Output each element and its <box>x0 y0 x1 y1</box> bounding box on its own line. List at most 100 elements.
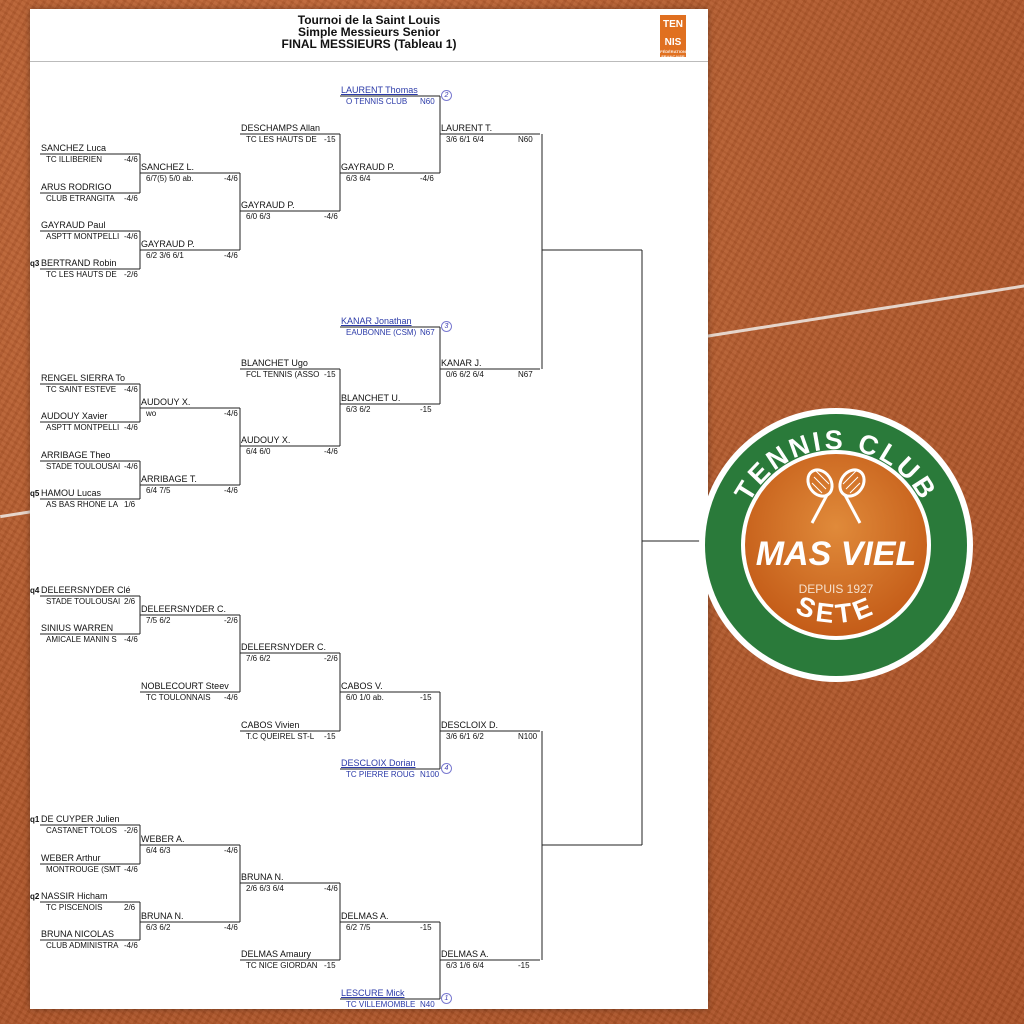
player-name: GAYRAUD P. <box>141 239 195 249</box>
qualifier-mark: q1 <box>30 815 40 824</box>
player-name: CABOS Vivien <box>241 720 300 730</box>
player-name: BRUNA N. <box>241 872 284 882</box>
player-rank: -4/6 <box>224 693 238 702</box>
player-name: DELMAS Amaury <box>241 949 312 959</box>
player-rank: -4/6 <box>124 635 138 644</box>
player-rank: N67 <box>518 370 533 379</box>
bracket-lines <box>40 95 708 1000</box>
match-score: 6/2 3/6 6/1 <box>146 251 184 260</box>
player-rank: -4/6 <box>420 174 434 183</box>
player-rank: -15 <box>420 405 432 414</box>
player-club: TC NICE GIORDAN <box>246 961 318 970</box>
player-club: FCL TENNIS (ASSO <box>246 370 320 379</box>
player-name: BLANCHET Ugo <box>241 358 308 368</box>
player-club: EAUBONNE (CSM) <box>346 328 417 337</box>
logo-orange-disc <box>745 454 927 636</box>
player-rank: -4/6 <box>124 423 138 432</box>
player-name: ARRIBAGE Theo <box>41 450 111 460</box>
player-name: DELEERSNYDER C. <box>241 642 327 652</box>
player-name: KANAR J. <box>441 358 482 368</box>
logo-since-text: DEPUIS 1927 <box>799 582 874 596</box>
player-rank: N67 <box>420 328 435 337</box>
player-rank: -4/6 <box>124 385 138 394</box>
match-score: 2/6 6/3 6/4 <box>246 884 284 893</box>
player-name: BLANCHET U. <box>341 393 401 403</box>
player-rank: -15 <box>518 961 530 970</box>
player-club: STADE TOULOUSAI <box>46 462 121 471</box>
player-club: TC LES HAUTS DE <box>246 135 317 144</box>
player-club: CLUB ETRANGITA <box>46 194 115 203</box>
player-rank: -4/6 <box>224 923 238 932</box>
match-score: 6/4 6/3 <box>146 846 171 855</box>
player-rank: -15 <box>324 135 336 144</box>
player-club: TC PISCENOIS <box>46 903 103 912</box>
player-club: TC LES HAUTS DE <box>46 270 117 279</box>
player-name: DELMAS A. <box>441 949 489 959</box>
player-rank: 2/6 <box>124 597 136 606</box>
tournament-title: Tournoi de la Saint Louis <box>297 13 441 27</box>
player-rank: -4/6 <box>124 194 138 203</box>
match-score: 6/4 6/0 <box>246 447 271 456</box>
player-name: DESCHAMPS Allan <box>241 123 321 133</box>
fft-tennis-logo: TEN NIS FÉDÉRATION FRANÇAISE <box>660 15 686 59</box>
player-rank: 2/6 <box>124 903 136 912</box>
player-name: CABOS V. <box>341 681 383 691</box>
player-rank: -2/6 <box>224 616 238 625</box>
player-rank: -15 <box>324 732 336 741</box>
match-score: 6/7(5) 5/0 ab. <box>146 174 194 183</box>
player-rank: -2/6 <box>124 826 138 835</box>
match-score: 6/3 6/2 <box>346 405 371 414</box>
match-score: 6/3 6/4 <box>346 174 371 183</box>
player-name: DE CUYPER Julien <box>41 814 120 824</box>
logo-text-bottom: NIS <box>664 37 682 48</box>
logo-text-small: FÉDÉRATION FRANÇAISE <box>660 49 686 59</box>
player-name: BRUNA NICOLAS <box>41 929 115 939</box>
qualifier-mark: q2 <box>30 892 40 901</box>
player-rank: -4/6 <box>224 486 238 495</box>
player-name: BRUNA N. <box>141 911 184 921</box>
player-rank: -4/6 <box>324 884 338 893</box>
match-score: 3/6 6/1 6/2 <box>446 732 484 741</box>
match-score: 6/2 7/5 <box>346 923 371 932</box>
player-club: STADE TOULOUSAI <box>46 597 121 606</box>
crossed-rackets-icon <box>806 468 866 524</box>
draw-title: FINAL MESSIEURS (Tableau 1) <box>281 37 457 51</box>
match-score: 6/3 1/6 6/4 <box>446 961 484 970</box>
match-score: 7/6 6/2 <box>246 654 271 663</box>
player-club: AS BAS RHONE LA <box>46 500 119 509</box>
player-club: T.C QUEIREL ST-L <box>246 732 315 741</box>
player-rank: N60 <box>518 135 533 144</box>
player-club: TC SAINT ESTEVE <box>46 385 117 394</box>
seed-badge: 3 <box>441 321 452 332</box>
player-rank: -15 <box>324 961 336 970</box>
qualifier-mark: q5 <box>30 489 40 498</box>
match-score: 0/6 6/2 6/4 <box>446 370 484 379</box>
player-rank: -4/6 <box>324 447 338 456</box>
logo-text-top: TEN <box>663 19 683 30</box>
player-rank: -4/6 <box>224 409 238 418</box>
player-club: CLUB ADMINISTRA <box>46 941 119 950</box>
logo-center-text: MAS VIEL <box>756 535 917 573</box>
match-score: 6/0 6/3 <box>246 212 271 221</box>
player-name: NOBLECOURT Steev <box>141 681 229 691</box>
player-club: CASTANET TOLOS <box>46 826 117 835</box>
bracket-header: Tournoi de la Saint Louis Simple Messieu… <box>30 9 708 62</box>
player-rank: -4/6 <box>124 462 138 471</box>
match-score: 6/0 1/0 ab. <box>346 693 384 702</box>
player-club: MONTROUGE (SMT <box>46 865 121 874</box>
player-name: LAURENT Thomas <box>341 85 418 95</box>
player-rank: N40 <box>420 1000 435 1009</box>
player-rank: -15 <box>420 923 432 932</box>
player-rank: N100 <box>420 770 440 779</box>
player-name: HAMOU Lucas <box>41 488 102 498</box>
tennis-club-mas-viel-logo: TENNIS CLUB SETE MAS VIEL DEPUIS 1927 <box>699 408 973 682</box>
player-name: KANAR Jonathan <box>341 316 412 326</box>
player-name: SINIUS WARREN <box>41 623 114 633</box>
tournament-bracket-sheet: Tournoi de la Saint Louis Simple Messieu… <box>30 9 708 1009</box>
player-rank: N60 <box>420 97 435 106</box>
player-name: DESCLOIX D. <box>441 720 499 730</box>
event-title: Simple Messieurs Senior <box>297 25 441 39</box>
player-name: WEBER A. <box>141 834 185 844</box>
player-name: GAYRAUD Paul <box>41 220 106 230</box>
match-score: 6/3 6/2 <box>146 923 171 932</box>
